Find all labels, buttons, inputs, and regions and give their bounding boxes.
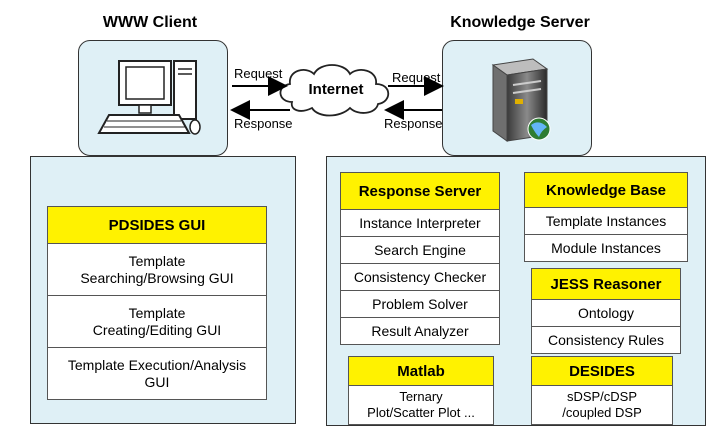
- gui-item-creating-line2: Creating/Editing GUI: [92, 321, 222, 338]
- matlab-box: Matlab Ternary Plot/Scatter Plot ...: [348, 356, 494, 425]
- matlab-header: Matlab: [348, 356, 494, 386]
- matlab-content: Ternary Plot/Scatter Plot ...: [348, 386, 494, 425]
- server-icon: [491, 58, 551, 142]
- rs-result-analyzer: Result Analyzer: [340, 318, 500, 345]
- kb-module-instances: Module Instances: [524, 235, 688, 262]
- knowledge-base-header: Knowledge Base: [524, 172, 688, 208]
- jess-consistency-rules: Consistency Rules: [531, 327, 681, 354]
- left-response-label: Response: [234, 116, 293, 131]
- server-box: [442, 40, 592, 156]
- jess-reasoner-header: JESS Reasoner: [531, 268, 681, 300]
- jess-reasoner-box: JESS Reasoner Ontology Consistency Rules: [531, 268, 681, 354]
- client-box: [78, 40, 228, 156]
- gui-item-searching-line1: Template: [128, 252, 186, 269]
- desides-header: DESIDES: [531, 356, 673, 386]
- jess-ontology: Ontology: [531, 300, 681, 327]
- desides-content: sDSP/cDSP /coupled DSP: [531, 386, 673, 425]
- response-server-header: Response Server: [340, 172, 500, 210]
- rs-problem-solver: Problem Solver: [340, 291, 500, 318]
- rs-instance-interpreter: Instance Interpreter: [340, 210, 500, 237]
- desides-box: DESIDES sDSP/cDSP /coupled DSP: [531, 356, 673, 425]
- desides-line2: /coupled DSP: [562, 405, 642, 420]
- gui-item-creating: Template Creating/Editing GUI: [47, 296, 267, 348]
- kb-template-instances: Template Instances: [524, 208, 688, 235]
- knowledge-base-box: Knowledge Base Template Instances Module…: [524, 172, 688, 262]
- internet-cloud-shape: [279, 64, 390, 117]
- response-server-box: Response Server Instance Interpreter Sea…: [340, 172, 500, 345]
- rs-search-engine: Search Engine: [340, 237, 500, 264]
- right-response-label: Response: [384, 116, 443, 131]
- desides-line1: sDSP/cDSP: [566, 389, 638, 404]
- matlab-line1: Ternary: [399, 389, 443, 404]
- pdsides-gui-header: PDSIDES GUI: [47, 206, 267, 244]
- server-title: Knowledge Server: [450, 14, 590, 31]
- gui-item-execution-line2: GUI: [144, 373, 170, 390]
- matlab-line2: Plot/Scatter Plot ...: [367, 405, 475, 420]
- gui-item-searching-line2: Searching/Browsing GUI: [80, 269, 234, 286]
- gui-item-execution-line1: Template Execution/Analysis: [67, 356, 247, 373]
- computer-icon: [97, 60, 201, 135]
- internet-label: Internet: [308, 81, 364, 98]
- client-title: WWW Client: [102, 14, 198, 31]
- rs-consistency-checker: Consistency Checker: [340, 264, 500, 291]
- right-request-label: Request: [392, 70, 441, 85]
- pdsides-gui-box: PDSIDES GUI Template Searching/Browsing …: [47, 206, 267, 400]
- gui-item-searching: Template Searching/Browsing GUI: [47, 244, 267, 296]
- left-request-label: Request: [234, 66, 283, 81]
- gui-item-creating-line1: Template: [128, 304, 186, 321]
- gui-item-execution: Template Execution/Analysis GUI: [47, 348, 267, 400]
